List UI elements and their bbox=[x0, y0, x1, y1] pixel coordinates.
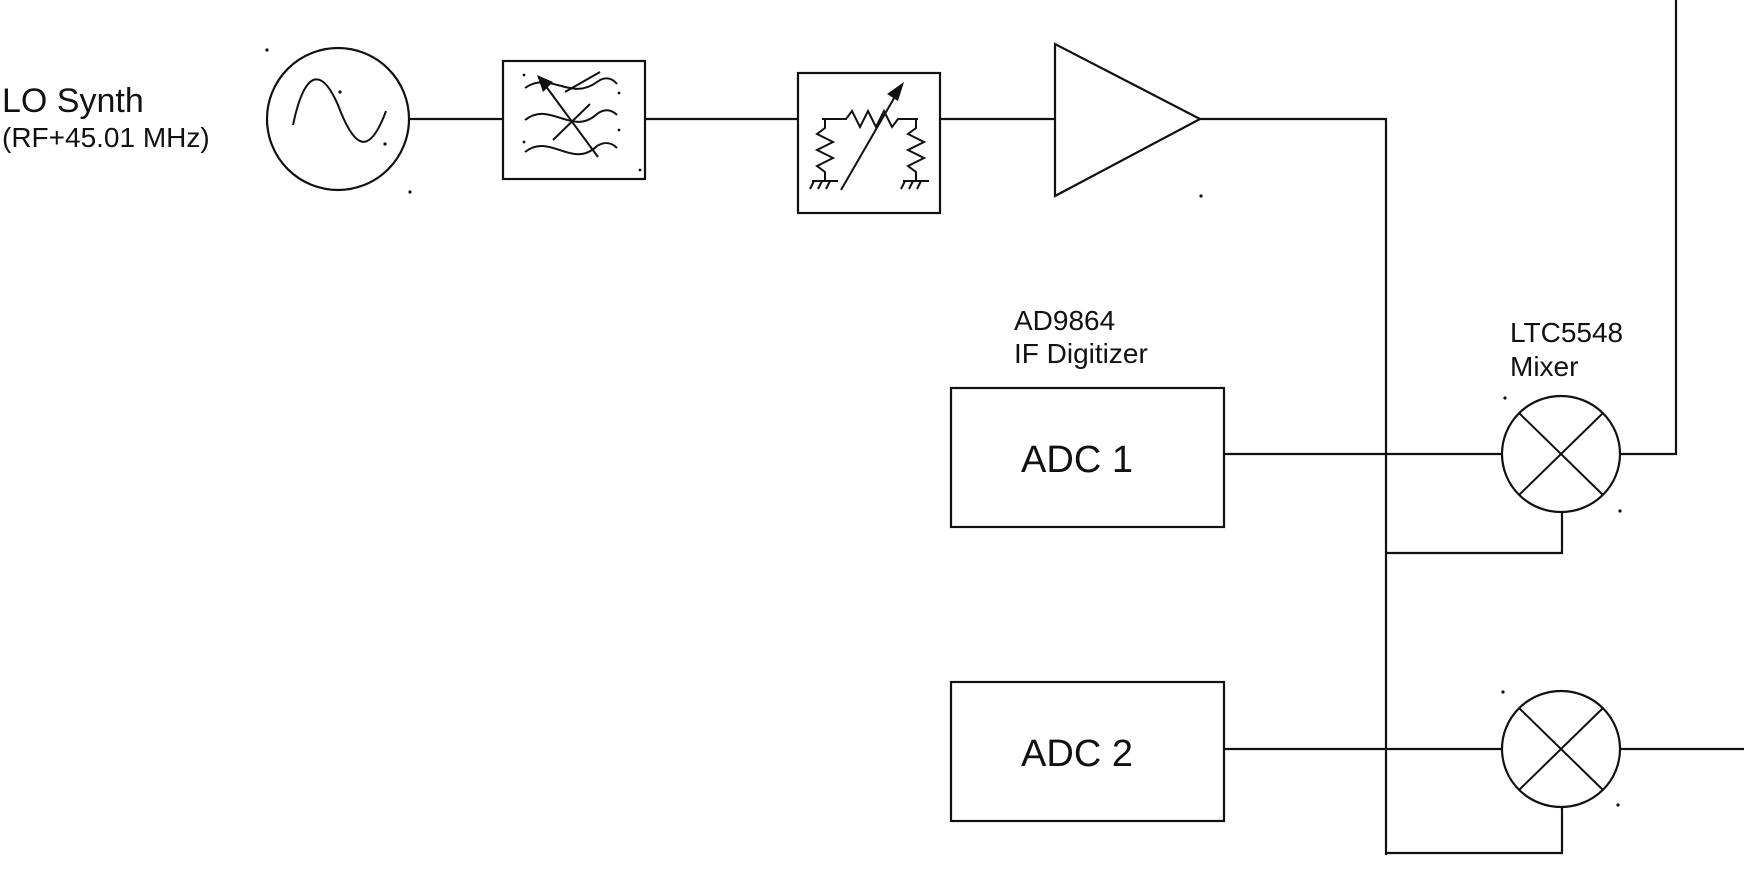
lo-synth-name: LO Synth bbox=[2, 82, 144, 120]
lo-synth-frequency: (RF+45.01 MHz) bbox=[2, 122, 210, 153]
mixer-description: Mixer bbox=[1510, 351, 1578, 382]
mixer-part-number: LTC5548 bbox=[1510, 317, 1623, 348]
adc-2-label: ADC 2 bbox=[1021, 733, 1133, 775]
mixer-2-icon bbox=[1500, 689, 1622, 809]
variable-attenuator-icon bbox=[796, 71, 942, 215]
digitizer-part-number: AD9864 bbox=[1014, 305, 1115, 336]
sine-source-icon bbox=[265, 46, 412, 194]
wire-lo-to-mixer2 bbox=[1386, 807, 1564, 855]
adc-1-label: ADC 1 bbox=[1021, 439, 1133, 481]
wire-lo-to-mixer1 bbox=[1386, 512, 1564, 555]
tunable-filter-icon bbox=[501, 59, 647, 181]
digitizer-description: IF Digitizer bbox=[1014, 338, 1148, 369]
wires bbox=[410, 0, 1744, 855]
adc-1-block: ADC 1 bbox=[949, 386, 1226, 529]
wire-lo-distribution bbox=[1200, 117, 1388, 855]
adc-2-block: ADC 2 bbox=[949, 680, 1226, 823]
mixer-icon bbox=[1500, 394, 1622, 514]
wire-mixer1-rf bbox=[1620, 0, 1678, 456]
amplifier-icon bbox=[1053, 42, 1203, 198]
